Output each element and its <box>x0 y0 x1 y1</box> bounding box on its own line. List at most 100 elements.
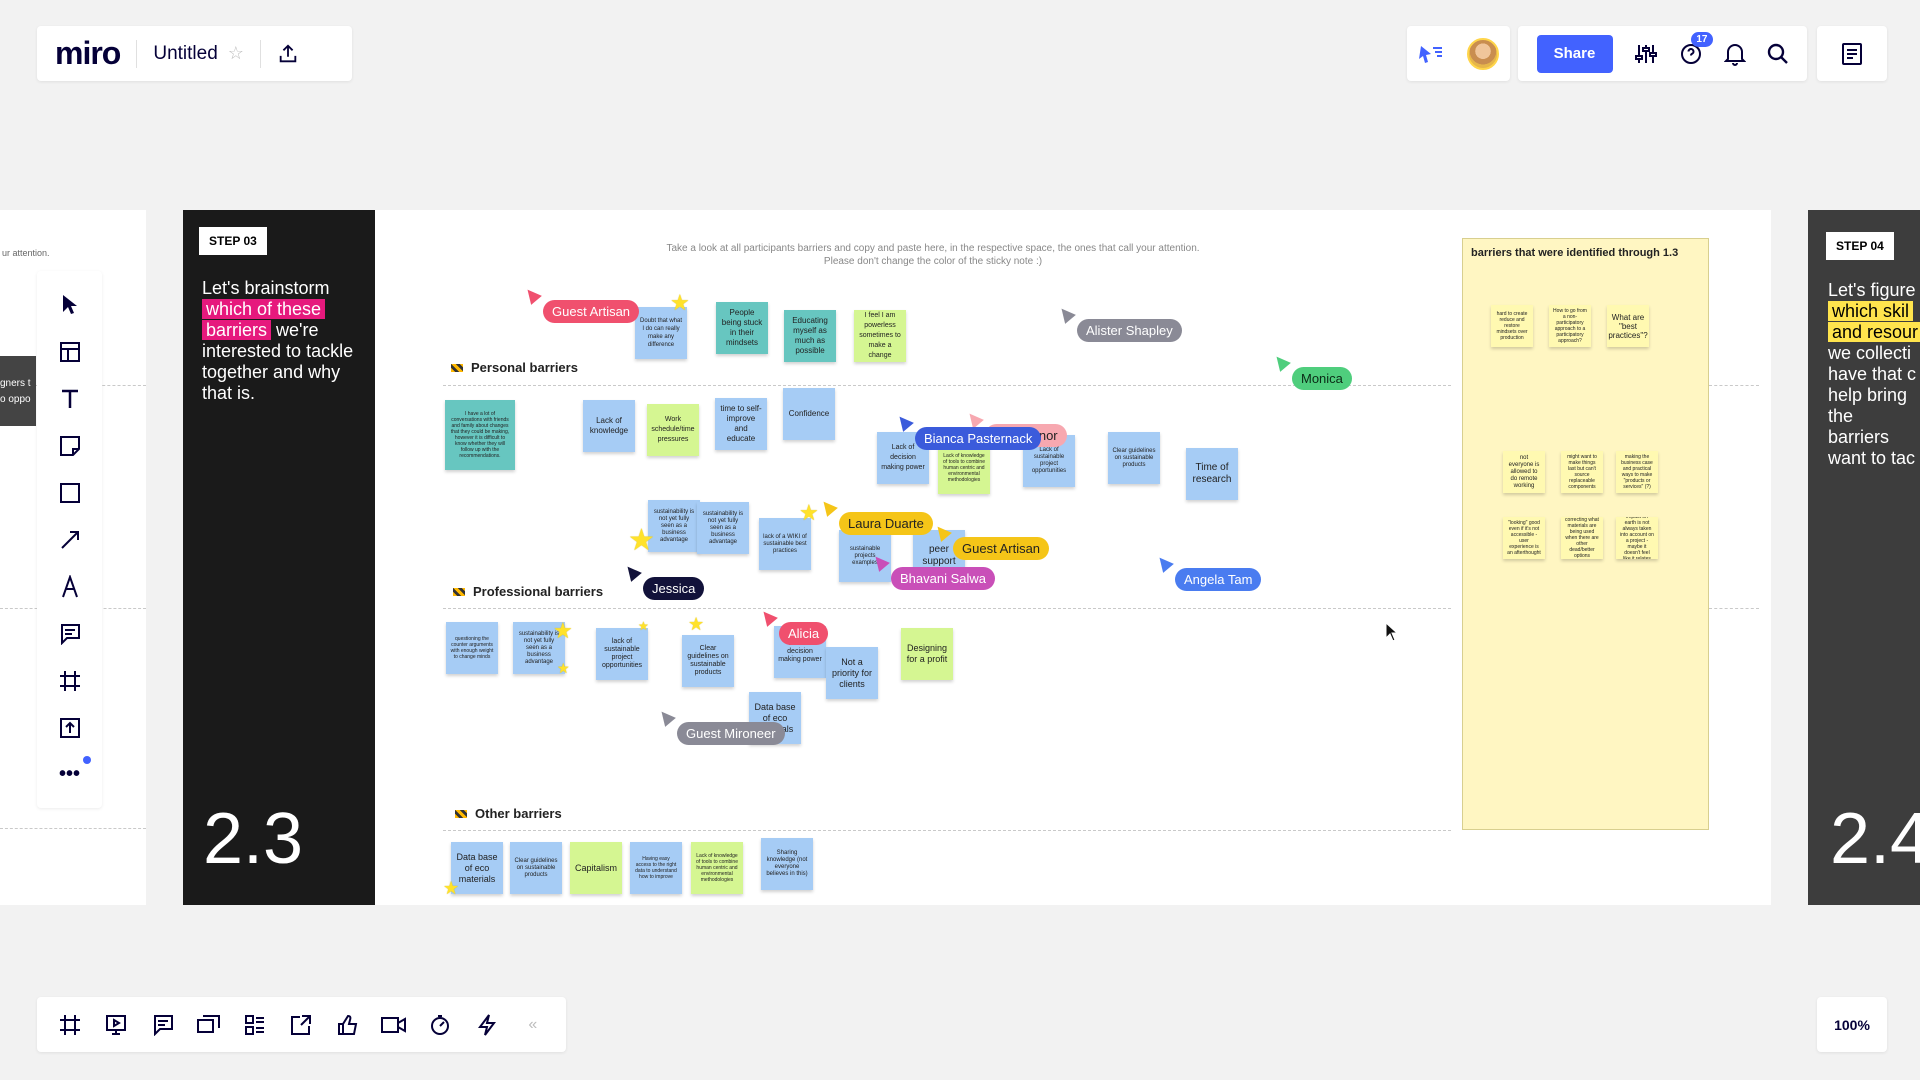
sticky-note[interactable]: impact on earth is not always taken into… <box>1616 517 1658 559</box>
cursor-label: Guest Artisan <box>953 537 1050 560</box>
frame-step-03[interactable]: STEP 03 Let's brainstorm which of these … <box>183 210 1771 905</box>
sticky-note[interactable]: Confidence <box>783 388 835 440</box>
board-title[interactable]: Untitled <box>153 42 218 64</box>
sticky-note[interactable]: lack of a WIKI of sustainable best pract… <box>759 518 811 570</box>
board-header: miro Untitled ☆ <box>37 26 352 81</box>
zoom-level[interactable]: 100% <box>1817 997 1887 1052</box>
sticky-note[interactable]: Sharing knowledge (not everyone believes… <box>761 838 813 890</box>
sticky-note[interactable]: not everyone is allowed to do remote wor… <box>1503 451 1545 493</box>
search-icon[interactable] <box>1767 43 1789 65</box>
sticky-note[interactable]: Clear guidelines on sustainable products <box>1108 432 1160 484</box>
cursor-label: Bhavani Salwa <box>891 567 995 590</box>
sticky-note[interactable]: lack of sustainable project opportunitie… <box>596 628 648 680</box>
divider <box>136 39 138 68</box>
cards-icon[interactable] <box>194 1010 224 1040</box>
cursor-label: Alicia <box>779 622 829 645</box>
sticky-note[interactable]: Lack of knowledge <box>583 400 635 452</box>
cursor-label: Guest Artisan <box>543 300 640 323</box>
apps-lightning-icon[interactable] <box>472 1010 502 1040</box>
sticky-note[interactable]: making the business case and practical w… <box>1616 451 1658 493</box>
select-cursor-icon[interactable] <box>55 290 85 320</box>
connection-line-icon[interactable] <box>55 525 85 555</box>
cursor-arrow-icon <box>1271 352 1291 372</box>
export-icon[interactable] <box>277 43 299 65</box>
comments-icon[interactable] <box>148 1010 178 1040</box>
collaborator-cursor: Guest Artisan <box>522 285 640 323</box>
sticky-note[interactable]: Not a priority for clients <box>826 647 878 699</box>
share-screen-icon[interactable] <box>286 1010 316 1040</box>
frame-icon[interactable] <box>55 666 85 696</box>
share-button[interactable]: Share <box>1536 34 1613 73</box>
instructions: Take a look at all participants barriers… <box>663 242 1203 268</box>
star-reaction-icon: ★ <box>628 524 655 557</box>
upload-icon[interactable] <box>55 713 85 743</box>
sticky-note[interactable]: People being stuck in their mindsets <box>716 302 768 354</box>
sticky-note[interactable]: How to go from a non-participatory appro… <box>1549 305 1591 347</box>
divider <box>259 39 261 68</box>
previous-frame-dark-block: gners t o oppo <box>0 356 36 426</box>
collaborator-cursor: Alicia <box>758 607 829 645</box>
sticky-note[interactable]: Time of research <box>1186 448 1238 500</box>
notes-list-icon[interactable] <box>1841 42 1863 66</box>
sticky-note[interactable]: Clear guidelines on sustainable products <box>682 635 734 687</box>
sticky-note[interactable]: "looking" good even if it's not accessib… <box>1503 517 1545 559</box>
frame-step-04[interactable]: STEP 04 Let's figure which skil and reso… <box>1808 210 1920 905</box>
sticky-note[interactable]: Work schedule/time pressures <box>647 404 699 456</box>
dashed-divider <box>443 830 1451 831</box>
sticky-note[interactable]: sustainability is not yet fully seen as … <box>648 500 700 552</box>
frames-icon[interactable] <box>55 1010 85 1040</box>
text-icon[interactable] <box>55 384 85 414</box>
settings-sliders-icon[interactable] <box>1634 42 1658 66</box>
sticky-note[interactable]: I feel I am powerless sometimes to make … <box>854 310 906 362</box>
cursor-arrow-icon <box>1154 553 1174 573</box>
kanban-icon[interactable] <box>240 1010 270 1040</box>
sticky-note[interactable]: Lack of knowledge of tools to combine hu… <box>938 442 990 494</box>
dashed-divider <box>0 828 146 829</box>
user-avatar[interactable] <box>1466 37 1499 70</box>
sticky-note[interactable]: Capitalism <box>570 842 622 894</box>
shape-icon[interactable] <box>55 478 85 508</box>
sticky-note[interactable]: sustainable projects examples <box>839 530 891 582</box>
section-title: Personal barriers <box>471 360 578 375</box>
notifications-bell-icon[interactable] <box>1723 42 1746 66</box>
comment-icon[interactable] <box>55 619 85 649</box>
sticky-note[interactable]: questioning the counter arguments with e… <box>446 622 498 674</box>
star-icon[interactable]: ☆ <box>227 43 244 63</box>
sticky-note[interactable]: hard to create reduce and restore mindse… <box>1491 305 1533 347</box>
identified-barriers-panel[interactable]: barriers that were identified through 1.… <box>1462 238 1709 830</box>
sticky-note[interactable]: Educating myself as much as possible <box>784 310 836 362</box>
creation-toolbar: ••• <box>37 271 102 808</box>
video-chat-icon[interactable] <box>379 1010 409 1040</box>
sticky-note[interactable]: sustainability is not yet fully seen as … <box>697 502 749 554</box>
sticky-note[interactable]: might want to make things last but can't… <box>1561 451 1603 493</box>
pen-icon[interactable] <box>55 572 85 602</box>
dashed-divider <box>1709 608 1759 609</box>
presentation-icon[interactable] <box>101 1010 131 1040</box>
miro-logo[interactable]: miro <box>55 35 121 71</box>
sticky-note[interactable]: sustainability is not yet fully seen as … <box>513 622 565 674</box>
more-tools-icon[interactable]: ••• <box>58 763 80 785</box>
sticky-note[interactable]: Lack of knowledge of tools to combine hu… <box>691 842 743 894</box>
collaborator-cursor: Laura Duarte <box>818 497 933 535</box>
sticky-note[interactable]: I have a lot of conversations with frien… <box>445 400 515 470</box>
help-icon[interactable]: 17 <box>1679 31 1713 66</box>
sticky-note-icon[interactable] <box>55 431 85 461</box>
sticky-note[interactable]: Clear guidelines on sustainable products <box>510 842 562 894</box>
sticky-note[interactable]: Having easy access to the right data to … <box>630 842 682 894</box>
sticky-note[interactable]: Data base of eco materials <box>451 842 503 894</box>
sticky-note[interactable]: correcting what materials are being used… <box>1561 517 1603 559</box>
sticky-note[interactable]: time to self-improve and educate <box>715 398 767 450</box>
sticky-note[interactable]: Designing for a profit <box>901 628 953 680</box>
timer-icon[interactable] <box>425 1010 455 1040</box>
star-reaction-icon: ★ <box>557 660 570 676</box>
collapse-chevron-icon[interactable]: « <box>528 1015 538 1033</box>
sticky-note[interactable]: What are "best practices"? <box>1607 305 1649 347</box>
voting-thumbs-up-icon[interactable] <box>333 1010 363 1040</box>
cursor-toggle-icon[interactable] <box>1418 43 1444 65</box>
board-menu <box>1817 26 1887 81</box>
board-canvas[interactable]: ur attention. gners t o oppo STEP 03 Let… <box>0 210 1920 905</box>
cursor-arrow-icon <box>1056 304 1076 324</box>
templates-icon[interactable] <box>55 337 85 367</box>
sticky-note[interactable]: Doubt that what I do can really make any… <box>635 307 687 359</box>
new-indicator-dot <box>83 756 91 764</box>
